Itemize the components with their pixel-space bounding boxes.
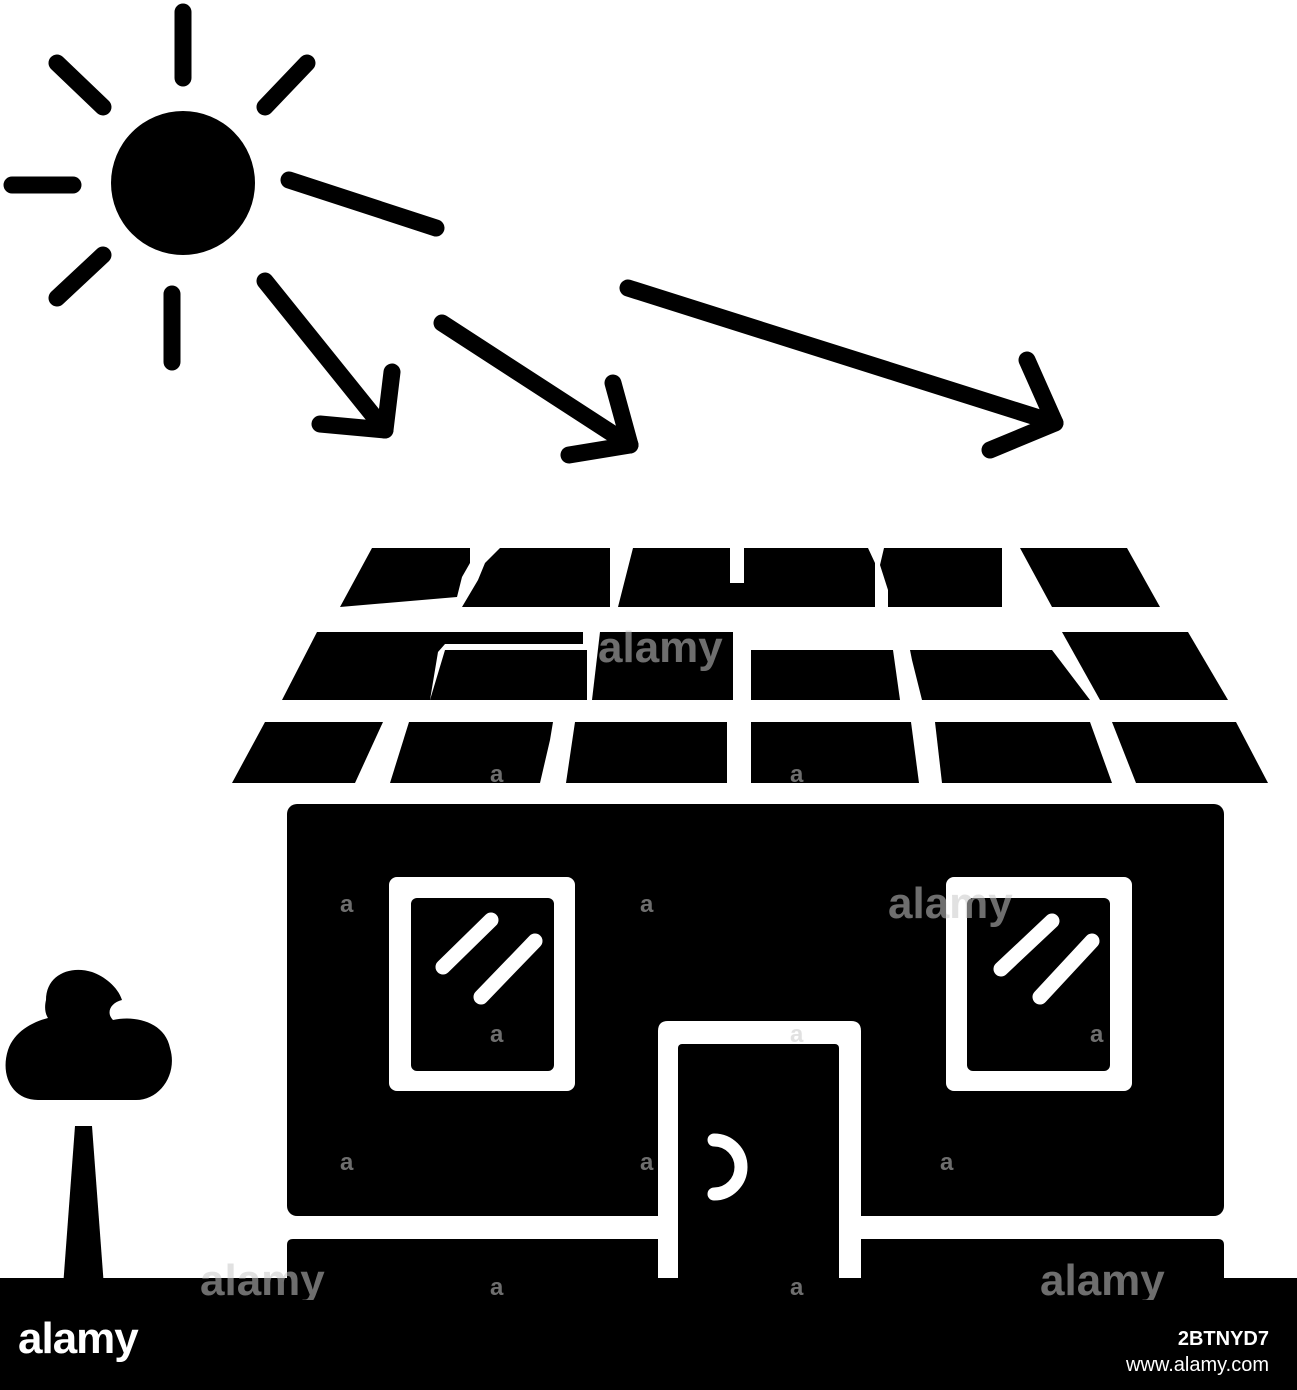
solar-panel bbox=[618, 548, 875, 607]
ray-arrow-1-head bbox=[311, 363, 401, 439]
ray-arrow-2-head bbox=[560, 374, 639, 464]
stock-footer-bar: alamy 2BTNYD7 www.alamy.com bbox=[0, 1300, 1297, 1390]
solar-panel bbox=[232, 722, 383, 783]
site-url: www.alamy.com bbox=[1126, 1354, 1269, 1376]
solar-panel bbox=[566, 722, 727, 783]
tree-icon bbox=[0, 969, 210, 1300]
solar-panel bbox=[935, 722, 1112, 783]
sun-icon bbox=[3, 3, 316, 371]
watermark-text: alamy bbox=[200, 1256, 325, 1300]
foundation bbox=[208, 1239, 1297, 1300]
solar-panel bbox=[282, 632, 583, 700]
ray-arrow-3-head bbox=[981, 351, 1064, 459]
window-left bbox=[389, 877, 575, 1091]
ray-line bbox=[280, 171, 445, 237]
solar-panel bbox=[1112, 722, 1268, 783]
window-right bbox=[946, 877, 1132, 1091]
watermark-mark: a bbox=[1090, 1021, 1104, 1048]
door bbox=[658, 1021, 861, 1300]
solar-panel-roof bbox=[232, 548, 1268, 783]
watermark-mark: a bbox=[790, 761, 804, 788]
solar-panel bbox=[880, 548, 1002, 607]
solar-panel bbox=[592, 632, 733, 700]
watermark-mark: a bbox=[790, 1021, 804, 1048]
solar-panel bbox=[462, 548, 610, 607]
watermark-layer: alamy alamy alamy alamy a a a a a a a a … bbox=[200, 623, 1165, 1300]
ray-arrow-2 bbox=[433, 314, 639, 454]
ray-arrow-1 bbox=[256, 272, 394, 439]
watermark-text: alamy bbox=[598, 623, 723, 672]
solar-panel bbox=[390, 722, 553, 783]
solar-house-illustration: alamy alamy alamy alamy a a a a a a a a … bbox=[0, 3, 1297, 1300]
watermark-mark: a bbox=[490, 761, 504, 788]
watermark-mark: a bbox=[340, 891, 354, 918]
sun-rays bbox=[256, 171, 1064, 464]
solar-panel bbox=[1062, 632, 1228, 700]
image-id: 2BTNYD7 bbox=[1177, 1328, 1269, 1350]
watermark-mark: a bbox=[640, 1149, 654, 1176]
solar-panel bbox=[430, 650, 587, 700]
watermark-mark: a bbox=[640, 891, 654, 918]
watermark-mark: a bbox=[490, 1021, 504, 1048]
watermark-mark: a bbox=[340, 1149, 354, 1176]
watermark-text: alamy bbox=[1040, 1256, 1165, 1300]
solar-panel bbox=[1020, 548, 1160, 607]
solar-panel bbox=[910, 650, 1090, 700]
watermark-mark: a bbox=[940, 1149, 954, 1176]
ray-arrow-3 bbox=[619, 279, 1064, 432]
watermark-mark: a bbox=[790, 1274, 804, 1300]
alamy-logo: alamy bbox=[18, 1314, 139, 1363]
solar-panel bbox=[340, 548, 470, 607]
solar-panel bbox=[751, 650, 900, 700]
watermark-text: alamy bbox=[888, 879, 1013, 928]
door-handle-icon bbox=[707, 1133, 748, 1201]
watermark-mark: a bbox=[490, 1274, 504, 1300]
house bbox=[208, 804, 1297, 1300]
solar-panel bbox=[751, 722, 919, 783]
